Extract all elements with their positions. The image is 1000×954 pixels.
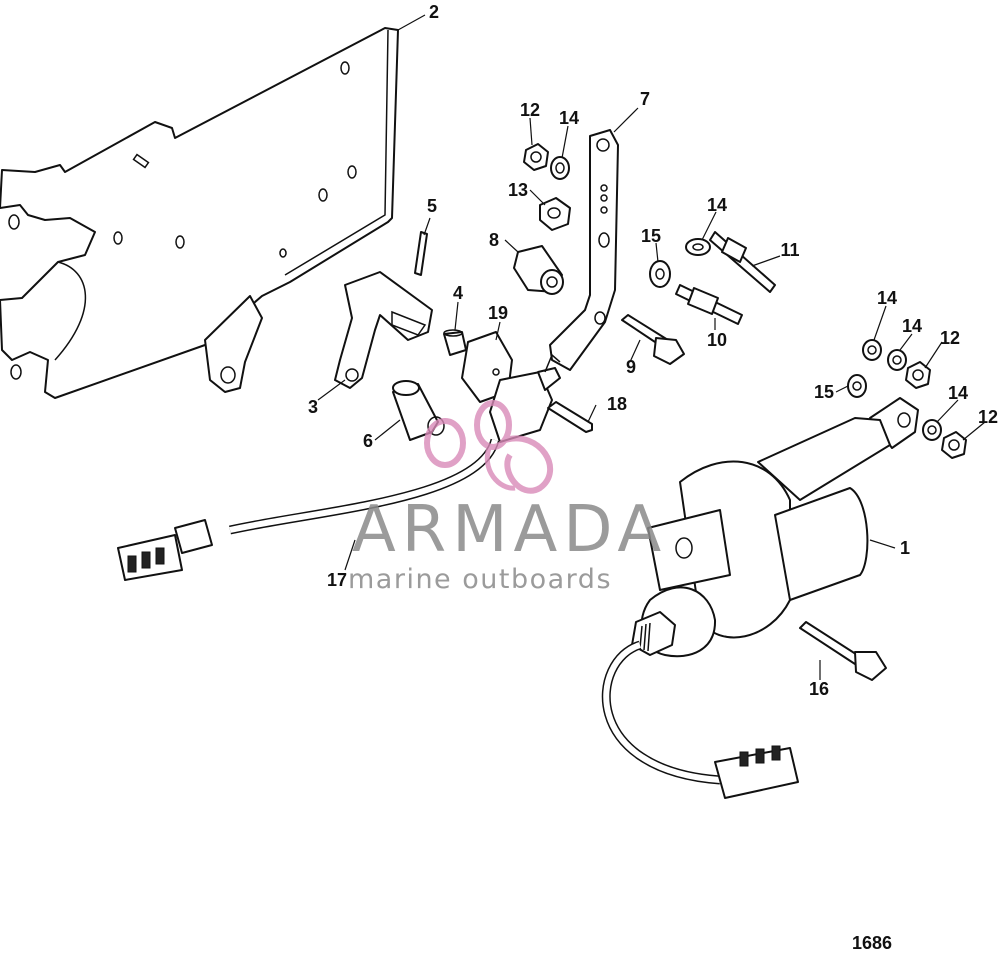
figure-number: 1686	[852, 933, 893, 953]
bolt-16	[799, 621, 887, 681]
armada-logo-mark	[424, 400, 554, 494]
mounting-plate	[0, 27, 399, 399]
small-bushing	[443, 329, 467, 356]
washer-14-top	[550, 156, 570, 180]
callout-16: 16	[808, 679, 830, 699]
lever-arm	[334, 271, 433, 389]
callout-12-right: 12	[939, 328, 961, 348]
bolt-9	[621, 314, 685, 365]
nut-12-right-b	[941, 431, 967, 459]
callout-10: 10	[706, 330, 728, 350]
sensor-arm	[549, 129, 619, 371]
callout-4: 4	[452, 283, 464, 303]
callout-2: 2	[428, 2, 440, 22]
screw-18	[547, 401, 593, 433]
callout-15-mid: 15	[640, 226, 662, 246]
nut-12-top	[523, 143, 549, 171]
callout-13: 13	[507, 180, 529, 200]
spacer	[392, 380, 445, 441]
roll-pin	[414, 231, 428, 276]
washer-15-right	[847, 374, 867, 398]
callout-14-right-b: 14	[901, 316, 923, 336]
callout-6: 6	[362, 431, 374, 451]
callout-1: 1	[899, 538, 911, 558]
callout-7: 7	[639, 89, 651, 109]
callout-12-top: 12	[519, 100, 541, 120]
sensor-body	[489, 353, 561, 443]
callout-14-right-c: 14	[947, 383, 969, 403]
stud-10	[675, 284, 743, 325]
callout-11: 11	[780, 240, 800, 260]
callout-9: 9	[625, 357, 637, 377]
callout-3: 3	[307, 397, 319, 417]
callout-14-mid: 14	[706, 195, 728, 215]
trim-actuator	[631, 397, 919, 658]
callout-14-top: 14	[558, 108, 580, 128]
washer-14-right-c	[922, 419, 942, 441]
leader-lines	[317, 14, 986, 680]
callout-18: 18	[606, 394, 628, 414]
washer-14-mid	[685, 238, 711, 256]
callout-8: 8	[488, 230, 500, 250]
callout-5: 5	[426, 196, 438, 216]
callout-17: 17	[326, 570, 348, 590]
actuator-harness	[601, 640, 799, 799]
callout-14-right-a: 14	[876, 288, 898, 308]
washer-15-mid	[649, 260, 671, 288]
sensor-harness	[117, 438, 500, 581]
stud-11	[709, 231, 776, 293]
bushing	[513, 245, 564, 295]
washer-14-right-a	[862, 339, 882, 361]
watermark-brand: ARMADA	[352, 493, 668, 567]
callout-12-lower: 12	[977, 407, 999, 427]
nut-12-right-a	[905, 361, 931, 389]
callout-15-right: 15	[813, 382, 835, 402]
callout-19: 19	[487, 303, 509, 323]
nut-13	[539, 197, 571, 231]
washer-14-right-b	[887, 349, 907, 371]
watermark-tagline: marine outboards	[348, 564, 613, 595]
